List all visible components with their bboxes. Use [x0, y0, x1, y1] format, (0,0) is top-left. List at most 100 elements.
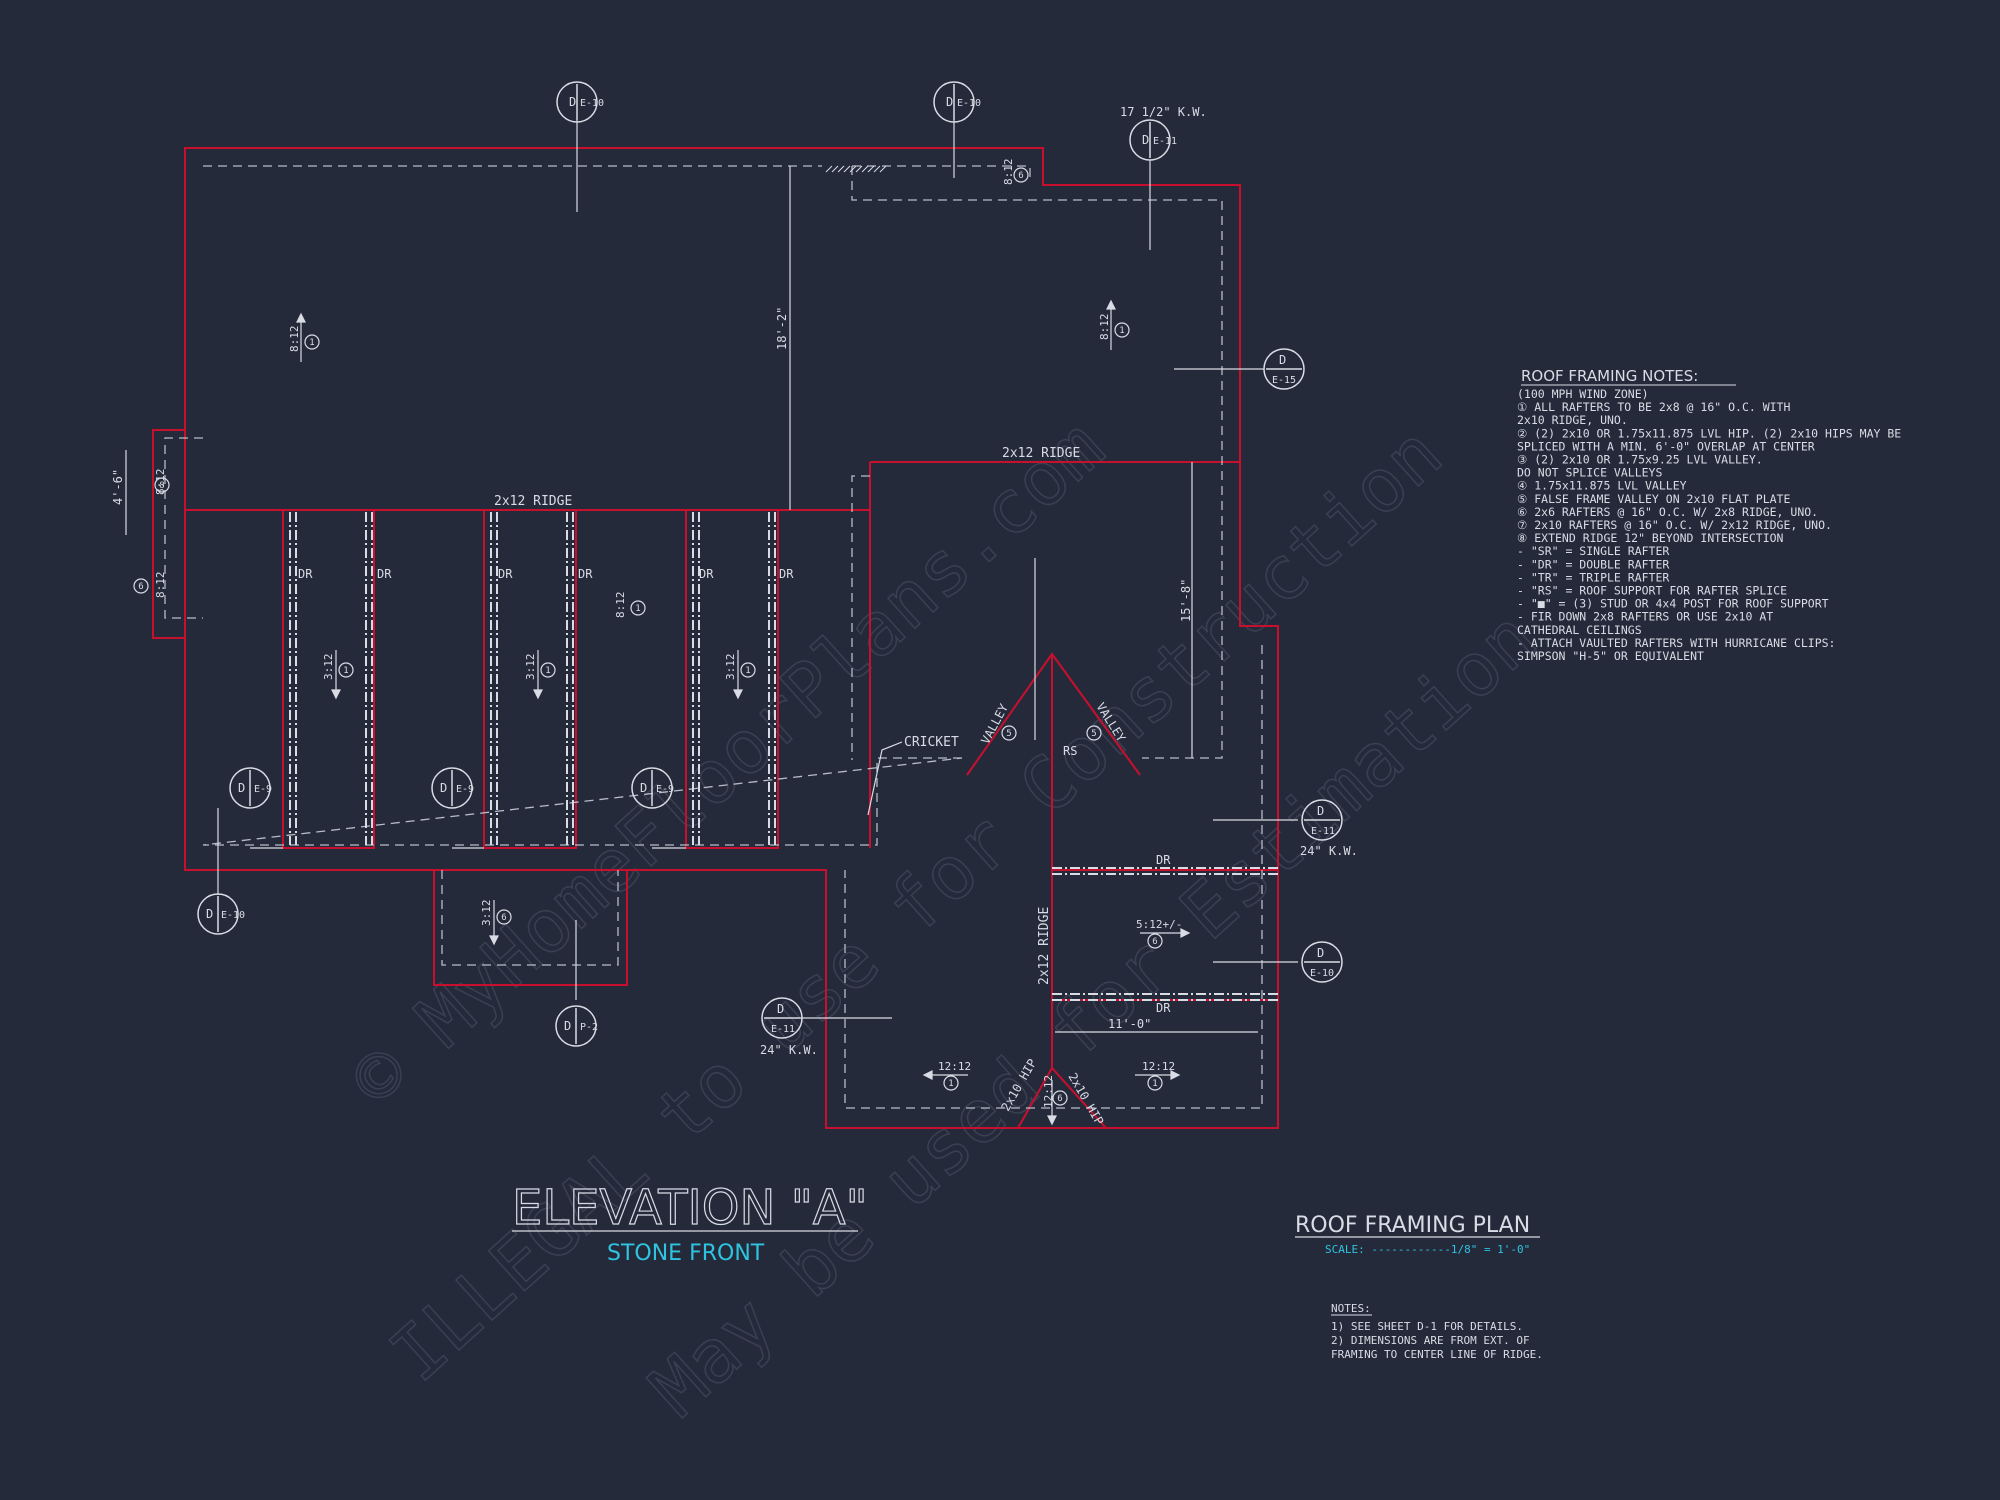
section-marker: D E-10 [197, 893, 245, 935]
svg-text:1: 1 [1119, 326, 1124, 336]
section-marker: D E-9 [229, 767, 272, 809]
marker-letter: D [777, 1002, 784, 1016]
svg-text:6: 6 [138, 582, 143, 592]
section-marker: D P-2 [555, 1005, 598, 1047]
marker-letter: D [238, 781, 245, 795]
marker-sheet: E-10 [221, 910, 245, 921]
marker-sheet: E-9 [656, 784, 674, 795]
framing-note-line: CATHEDRAL CEILINGS [1517, 623, 1642, 637]
dashed-upper-box [851, 475, 870, 760]
marker-sheet: E-15 [1272, 375, 1296, 386]
marker-letter: D [640, 781, 647, 795]
svg-text:1: 1 [948, 1079, 953, 1089]
svg-text:3:12: 3:12 [480, 900, 493, 927]
svg-text:6: 6 [1152, 937, 1157, 947]
section-marker: D E-11 [1301, 799, 1343, 841]
marker-sheet: E-11 [1311, 826, 1335, 837]
section-marker: D E-10 [1301, 941, 1343, 983]
marker-sheet: E-10 [957, 98, 981, 109]
svg-text:1: 1 [1152, 1079, 1157, 1089]
upper-right-box [869, 461, 1240, 848]
general-note-line: FRAMING TO CENTER LINE OF RIDGE. [1331, 1348, 1543, 1361]
framing-note-line: DO NOT SPLICE VALLEYS [1517, 466, 1662, 480]
note-bubble-numbers: 1 1 1 1 1 1 5 5 6 6 1 1 6 6 8 6 [138, 171, 1157, 1104]
kw-label-right: 24" K.W. [1300, 844, 1358, 858]
svg-text:8:12: 8:12 [1002, 159, 1015, 186]
framing-note-line: ⑦ 2x10 RAFTERS @ 16" O.C. W/ 2x12 RIDGE,… [1517, 518, 1832, 532]
svg-text:6: 6 [1018, 171, 1023, 181]
kw-label-left: 24" K.W. [760, 1043, 818, 1057]
svg-text:DR: DR [578, 567, 593, 581]
svg-text:8:12: 8:12 [288, 326, 301, 353]
svg-text:DR: DR [298, 567, 313, 581]
general-note-line: 2) DIMENSIONS ARE FROM EXT. OF [1331, 1334, 1530, 1347]
svg-text:DR: DR [779, 567, 794, 581]
marker-letter: D [206, 907, 213, 921]
svg-text:8:12: 8:12 [154, 469, 167, 496]
marker-sheet: E-10 [580, 98, 604, 109]
svg-text:1: 1 [545, 666, 550, 676]
hatch [825, 165, 887, 173]
dim-15-8: 15'-8" [1179, 579, 1193, 622]
kw-label-top: 17 1/2" K.W. [1120, 105, 1207, 119]
framing-note-line: ④ 1.75x11.875 LVL VALLEY [1517, 479, 1687, 493]
svg-text:DR: DR [1156, 853, 1171, 867]
section-marker: D E-10 [933, 81, 981, 123]
framing-note-line: ⑧ EXTEND RIDGE 12" BEYOND INTERSECTION [1517, 531, 1784, 545]
general-notes-heading: NOTES: [1331, 1302, 1371, 1315]
marker-sheet: E-9 [254, 784, 272, 795]
framing-note-line: - ATTACH VAULTED RAFTERS WITH HURRICANE … [1517, 636, 1836, 650]
svg-text:1: 1 [343, 666, 348, 676]
plan-scale: SCALE: ------------1/8" = 1'-0" [1325, 1243, 1530, 1256]
section-marker: D E-11 [1129, 119, 1177, 161]
elevation-subtitle: STONE FRONT [607, 1241, 765, 1266]
svg-text:1: 1 [745, 666, 750, 676]
svg-text:3:12: 3:12 [322, 654, 335, 681]
svg-text:DR: DR [377, 567, 392, 581]
porch-outline [433, 870, 628, 986]
section-marker: D E-15 [1263, 348, 1305, 390]
dim-11-0: 11'-0" [1108, 1017, 1151, 1031]
framing-note-line: ① ALL RAFTERS TO BE 2x8 @ 16" O.C. WITH [1517, 400, 1790, 414]
ridge-label-left: 2x12 RIDGE [494, 494, 572, 509]
dormer-outline-2 [483, 510, 577, 849]
framing-note-line: SIMPSON "H-5" OR EQUIVALENT [1517, 649, 1704, 663]
framing-notes: ROOF FRAMING NOTES: (100 MPH WIND ZONE)①… [1517, 367, 1901, 663]
svg-text:5: 5 [1091, 729, 1096, 739]
general-note-line: 1) SEE SHEET D-1 FOR DETAILS. [1331, 1320, 1523, 1333]
framing-note-line: - "DR" = DOUBLE RAFTER [1517, 557, 1669, 571]
marker-letter: D [1142, 133, 1149, 147]
svg-text:DR: DR [1156, 1001, 1171, 1015]
svg-text:5: 5 [1006, 729, 1011, 739]
framing-note-line: - "RS" = ROOF SUPPORT FOR RAFTER SPLICE [1517, 584, 1787, 598]
ridge-label-vertical: 2x12 RIDGE [1037, 907, 1052, 985]
framing-note-line: - "SR" = SINGLE RAFTER [1517, 544, 1669, 558]
svg-text:8: 8 [159, 481, 164, 491]
svg-text:1: 1 [635, 604, 640, 614]
marker-sheet: P-2 [580, 1022, 598, 1033]
left-bump-outline [152, 429, 185, 639]
marker-sheet: E-10 [1310, 968, 1334, 979]
svg-text:5:12+/-: 5:12+/- [1136, 918, 1182, 931]
linework [125, 120, 1298, 1033]
main-roof-outline [184, 147, 1279, 1129]
dim-18-2: 18'-2" [775, 307, 789, 350]
framing-note-line: (100 MPH WIND ZONE) [1517, 387, 1649, 401]
svg-text:3:12: 3:12 [724, 654, 737, 681]
pitch-arrows [296, 299, 1191, 1126]
double-rafters [289, 512, 1278, 1001]
dormer-outline-3 [685, 510, 779, 849]
cricket-leader [867, 741, 903, 816]
elevation-title-block: ELEVATION "A" STONE FRONT [511, 1179, 868, 1266]
framing-note-line: SPLICED WITH A MIN. 6'-0" OVERLAP AT CEN… [1517, 439, 1815, 453]
framing-notes-heading: ROOF FRAMING NOTES: [1521, 367, 1698, 385]
marker-letter: D [1317, 946, 1324, 960]
marker-sheet: E-11 [1153, 136, 1177, 147]
framing-note-line: ② (2) 2x10 OR 1.75x11.875 LVL HIP. (2) 2… [1517, 426, 1901, 440]
cricket-label: CRICKET [904, 735, 959, 750]
marker-letter: D [1279, 353, 1286, 367]
svg-text:DR: DR [699, 567, 714, 581]
framing-notes-lines: (100 MPH WIND ZONE)① ALL RAFTERS TO BE 2… [1517, 387, 1901, 663]
marker-letter: D [440, 781, 447, 795]
